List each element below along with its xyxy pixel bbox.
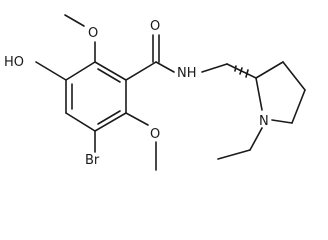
molecule-structure: O O HO NH N Br O (4, 14, 306, 171)
stereo-hash-2 (239, 67, 243, 75)
bond-pyrrolidine-2 (282, 61, 306, 91)
bond-pyrrolidine-3 (291, 89, 306, 124)
stereo-hash-3 (245, 69, 249, 78)
bond-carbonyl-to-nh (155, 61, 175, 73)
bond-top-o-to-methyl (64, 14, 85, 27)
bond-ring-lower-left (65, 112, 96, 132)
atom-label-amide-nh: NH (177, 66, 197, 81)
bond-ring-to-hydroxyl (35, 61, 67, 81)
atom-label-methoxy-oxygen-bottom: O (150, 127, 160, 142)
stereo-hash-1 (234, 65, 237, 72)
atom-label-ring-nitrogen: N (259, 114, 269, 129)
bond-nh-to-ch2 (201, 63, 228, 73)
bond-ring-upper-left (65, 61, 96, 81)
bond-skeleton (35, 14, 306, 171)
bond-ring-to-bottom-o (125, 112, 149, 126)
bond-n-to-ethyl (249, 127, 263, 151)
atom-label-bromine: Br (85, 153, 100, 168)
atom-label-methoxy-oxygen-top: O (88, 26, 98, 41)
bond-ring-double-2 (97, 110, 121, 125)
bond-pyrrolidine-1 (255, 61, 284, 79)
bond-ring-to-carbonyl (125, 61, 157, 81)
bond-ring-double-1 (97, 68, 121, 83)
bond-pyrrolidine-4 (271, 119, 293, 124)
bond-ring-top (94, 61, 127, 81)
bond-ethyl-terminal (217, 149, 251, 160)
bond-ring-lower-right (94, 112, 127, 132)
bond-pyrrolidine-5 (255, 77, 263, 111)
atom-label-hydroxyl: HO (4, 55, 24, 70)
atom-label-carbonyl-oxygen: O (150, 19, 160, 34)
